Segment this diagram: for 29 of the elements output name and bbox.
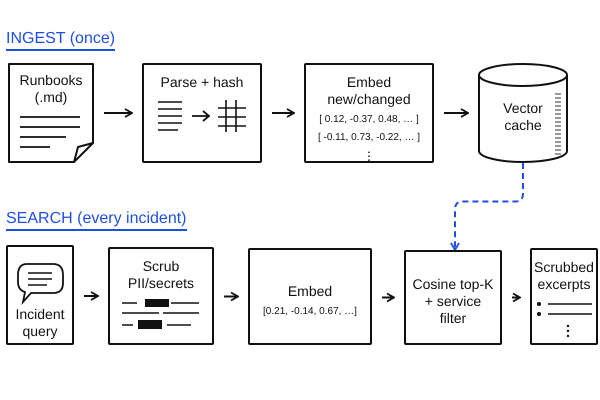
process-box <box>304 63 434 163</box>
section-heading: SEARCH (every incident) <box>6 210 186 231</box>
process-box <box>108 247 214 345</box>
process-box <box>6 245 74 345</box>
arrow <box>104 108 133 118</box>
node-label: Scrub PII/secrets <box>126 258 196 292</box>
arrow <box>224 292 239 302</box>
node-label: Embed <box>288 283 332 300</box>
process-box <box>142 63 262 163</box>
arrow <box>512 292 521 302</box>
node-label: Vector cache <box>502 100 544 134</box>
node-label: Scrubbed excerpts <box>534 259 594 293</box>
process-box <box>248 248 372 345</box>
arrow <box>450 163 524 251</box>
node-label: Runbooks (.md) <box>18 72 84 106</box>
node-label: Embed new/changed <box>326 74 412 108</box>
vector-text: [0.21, -0.14, 0.67, …] <box>263 306 357 318</box>
node-label: Incident query <box>14 306 66 340</box>
arrow <box>84 291 99 301</box>
arrow <box>382 292 395 302</box>
vector-text: [ -0.11, 0.73, -0.22, … ] <box>318 132 420 144</box>
arrow <box>272 108 295 118</box>
section-heading: INGEST (once) <box>6 30 116 51</box>
process-box <box>530 248 598 345</box>
node-label: Parse + hash <box>160 74 244 91</box>
node-label: Cosine top-K + service filter <box>412 276 494 327</box>
vector-text: [ 0.12, -0.37, 0.48, … ] <box>319 114 419 126</box>
process-box <box>404 250 502 345</box>
arrow <box>444 108 469 118</box>
